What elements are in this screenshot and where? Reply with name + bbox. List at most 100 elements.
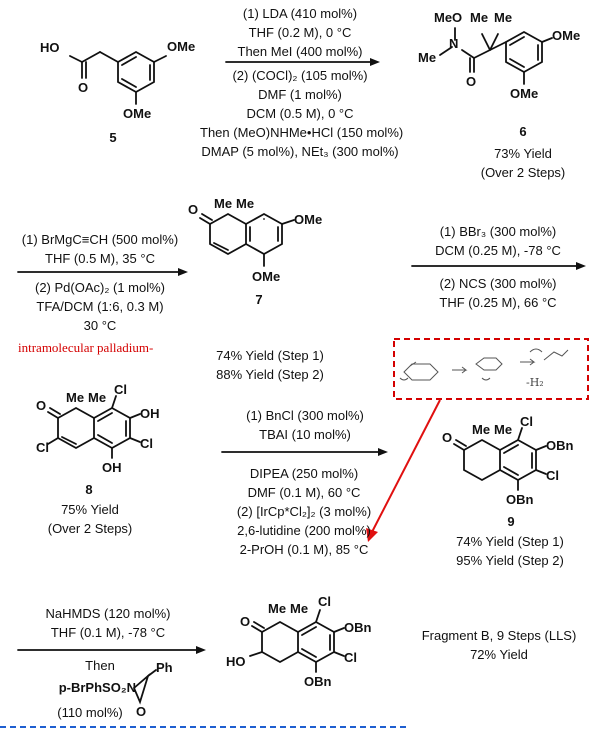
step4-cond-line-5: (2) [IrCp*Cl₂]₂ (3 mol%)	[236, 504, 372, 519]
c8-atom-Me-1: Me	[66, 390, 84, 405]
c10-atom-Me-1: Me	[268, 601, 286, 616]
step1-cond-line-3: Then MeI (400 mol%)	[237, 44, 363, 59]
step5-cond-line-1: NaHMDS (120 mol%)	[45, 606, 171, 621]
compound-5-structure: HO O OMe OMe	[40, 39, 195, 121]
c7-atom-OMe-bottom: OMe	[252, 269, 280, 284]
c9-atom-Me-1: Me	[472, 422, 490, 437]
oxaziridine-reagent: Ph O	[132, 660, 173, 719]
compound-8-yield: 75% Yield (Over 2 Steps)	[30, 500, 150, 538]
step3-cond-line-1: (1) BBr₃ (300 mol%)	[439, 224, 557, 239]
reaction-arrows	[17, 58, 586, 654]
step2-cond-line-3: (2) Pd(OAc)₂ (1 mol%)	[34, 280, 165, 295]
step3-conditions-top: (1) BBr₃ (300 mol%) DCM (0.25 M), -78 °C	[410, 222, 586, 260]
c10-atom-HO: HO	[226, 654, 246, 669]
annotation-red-arrowhead	[366, 528, 378, 542]
step1-cond-line-5: DMF (1 mol%)	[258, 87, 342, 102]
c10-atom-O: O	[240, 614, 250, 629]
c9-atom-OBn-bottom: OBn	[506, 492, 534, 507]
step5-cond-reagent: p-BrPhSO₂N	[58, 680, 136, 695]
c5-atom-OMe: OMe	[167, 39, 195, 54]
c7-atom-OMe: OMe	[294, 212, 322, 227]
step4-conditions-bottom: DIPEA (250 mol%) DMF (0.1 M), 60 °C (2) …	[206, 464, 402, 559]
step1-cond-line-6: DCM (0.5 M), 0 °C	[246, 106, 354, 121]
c10-atom-Cl-top: Cl	[318, 594, 331, 609]
compound-9-label: 9	[507, 514, 515, 529]
c7-atom-Me-2: Me	[236, 196, 254, 211]
step2-cond-line-1: (1) BrMgC≡CH (500 mol%)	[21, 232, 179, 247]
c8-atom-Cl-left: Cl	[36, 440, 49, 455]
c8-atom-OH: OH	[140, 406, 160, 421]
c8-atom-Me-2: Me	[88, 390, 106, 405]
compound-9-structure: Me Me Cl O OBn Cl OBn	[442, 414, 574, 507]
step1-cond-line-4: (2) (COCl)₂ (105 mol%)	[232, 68, 368, 83]
annotation-red-arrow	[371, 399, 441, 533]
c8-atom-OH-bottom: OH	[102, 460, 122, 475]
c8-yield-line-2: (Over 2 Steps)	[47, 521, 133, 536]
c7-yield-line-1: 74% Yield (Step 1)	[216, 348, 324, 363]
c8-atom-Cl-top: Cl	[114, 382, 127, 397]
c7-atom-O: O	[188, 202, 198, 217]
step5-cond-line-2: THF (0.1 M), -78 °C	[50, 625, 166, 640]
step2-conditions-top: (1) BrMgC≡CH (500 mol%) THF (0.5 M), 35 …	[12, 230, 188, 268]
c10-atom-Cl-right: Cl	[344, 650, 357, 665]
oxaziridine-atom-O: O	[136, 704, 146, 719]
c8-atom-O: O	[36, 398, 46, 413]
c6-atom-N: N	[449, 36, 458, 51]
step2-cond-line-2: THF (0.5 M), 35 °C	[45, 251, 155, 266]
step5-cond-then: Then	[85, 658, 115, 673]
c5-atom-O: O	[78, 80, 88, 95]
c6-atom-OMe: OMe	[552, 28, 580, 43]
c6-yield-line-1: 73% Yield	[494, 146, 552, 161]
c6-atom-Me-1: Me	[470, 10, 488, 25]
step1-conditions-top: (1) LDA (410 mol%) THF (0.2 M), 0 °C The…	[220, 4, 380, 61]
compound-6-label: 6	[519, 124, 527, 139]
compound-6-structure: MeO N Me Me Me O OMe OMe	[418, 10, 580, 101]
step4-cond-line-1: (1) BnCl (300 mol%)	[246, 408, 364, 423]
c7-atom-Me-1: Me	[214, 196, 232, 211]
step1-cond-line-1: (1) LDA (410 mol%)	[242, 6, 358, 21]
intramolecular-annotation: intramolecular palladium-	[18, 340, 154, 355]
step3-conditions-bottom: (2) NCS (300 mol%) THF (0.25 M), 66 °C	[410, 274, 586, 312]
compound-8-label: 8	[85, 482, 93, 497]
c6-atom-Me-N: Me	[418, 50, 436, 65]
step2-conditions-bottom: (2) Pd(OAc)₂ (1 mol%) TFA/DCM (1:6, 0.3 …	[12, 278, 188, 335]
compound-9-yield: 74% Yield (Step 1) 95% Yield (Step 2)	[440, 532, 580, 570]
compound-5-label: 5	[109, 130, 117, 145]
c9-yield-line-2: 95% Yield (Step 2)	[456, 553, 564, 568]
compound-7-yield: 74% Yield (Step 1) 88% Yield (Step 2)	[200, 346, 340, 384]
step4-conditions-top: (1) BnCl (300 mol%) TBAI (10 mol%)	[220, 406, 390, 444]
step4-cond-line-3: DIPEA (250 mol%)	[249, 466, 359, 481]
compound-8-structure: Me Me Cl O OH Cl Cl OH	[36, 382, 160, 475]
annotation-dashed-box	[393, 338, 589, 400]
step1-cond-line-7: Then (MeO)NHMe•HCl (150 mol%)	[200, 125, 404, 140]
step5-conditions-top: NaHMDS (120 mol%) THF (0.1 M), -78 °C	[20, 604, 196, 642]
step3-cond-line-2: DCM (0.25 M), -78 °C	[435, 243, 561, 258]
c10-atom-Me-2: Me	[290, 601, 308, 616]
step4-cond-line-4: DMF (0.1 M), 60 °C	[247, 485, 361, 500]
compound-7-structure: Me Me O OMe OMe	[188, 196, 322, 284]
oxaziridine-atom-Ph: Ph	[156, 660, 173, 675]
fragment-summary: Fragment B, 9 Steps (LLS) 72% Yield	[404, 626, 593, 664]
compound-6-yield: 73% Yield (Over 2 Steps)	[460, 144, 586, 182]
handwritten-sketch	[399, 348, 569, 381]
c9-atom-OBn: OBn	[546, 438, 574, 453]
fragment-summary-line-1: Fragment B, 9 Steps (LLS)	[421, 628, 577, 643]
c6-yield-line-2: (Over 2 Steps)	[480, 165, 566, 180]
compound-7-label: 7	[255, 292, 263, 307]
sketch-note-h2: -H₂	[526, 376, 544, 389]
final-compound-structure: Me Me Cl O HO OBn Cl OBn	[226, 594, 372, 689]
c6-atom-OMe-bottom: OMe	[510, 86, 538, 101]
c5-atom-HO: HO	[40, 40, 60, 55]
step4-cond-line-2: TBAI (10 mol%)	[259, 427, 351, 442]
c6-atom-Me-2: Me	[494, 10, 512, 25]
step4-cond-line-6: 2,6-lutidine (200 mol%)	[237, 523, 371, 538]
c5-atom-OMe-bottom: OMe	[123, 106, 151, 121]
step2-cond-line-4: TFA/DCM (1:6, 0.3 M)	[36, 299, 164, 314]
c8-atom-Cl-right: Cl	[140, 436, 153, 451]
step3-cond-line-4: THF (0.25 M), 66 °C	[439, 295, 557, 310]
fragment-summary-line-2: 72% Yield	[470, 647, 528, 662]
step4-cond-line-7: 2-PrOH (0.1 M), 85 °C	[239, 542, 369, 557]
c9-atom-Cl-right: Cl	[546, 468, 559, 483]
c6-atom-MeO: MeO	[434, 10, 462, 25]
